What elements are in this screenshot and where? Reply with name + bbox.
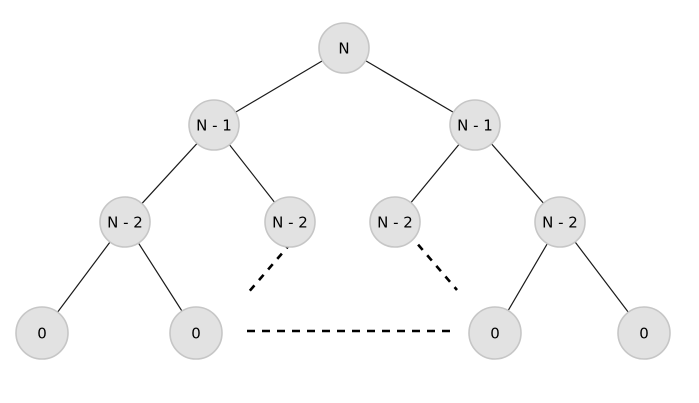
ellipsis-dash-right-diagonal [408,233,458,291]
node-circle [449,99,501,151]
node-label: N - 2 [107,213,143,231]
tree-node-n1-left: N - 1 [188,99,240,151]
node-label: 0 [191,324,201,342]
tree-node-n1-right: N - 1 [449,99,501,151]
node-circle [534,196,586,248]
node-circle [468,306,522,360]
ellipsis-dash-left-diagonal [246,242,292,295]
node-label: 0 [490,324,500,342]
node-circle [169,306,223,360]
tree-node-leaf-4: 0 [617,306,671,360]
node-label: N - 1 [196,116,232,134]
node-label: N - 2 [542,213,578,231]
node-label: 0 [639,324,649,342]
node-label: N - 1 [457,116,493,134]
node-circle [318,22,370,74]
solid-edges [41,47,645,334]
tree-node-n2-3: N - 2 [369,196,421,248]
tree-node-n2-2: N - 2 [264,196,316,248]
node-label: N - 2 [272,213,308,231]
node-circle [15,306,69,360]
node-label: 0 [37,324,47,342]
tree-node-root: N [318,22,370,74]
node-circle [188,99,240,151]
ellipsis-dashed-lines [246,233,458,333]
tree-node-n2-1: N - 2 [99,196,151,248]
node-circle [617,306,671,360]
node-circle [369,196,421,248]
tree-node-leaf-1: 0 [15,306,69,360]
node-circle [264,196,316,248]
node-circle [99,196,151,248]
tree-node-n2-4: N - 2 [534,196,586,248]
node-label: N - 2 [377,213,413,231]
tree-node-leaf-3: 0 [468,306,522,360]
tree-node-leaf-2: 0 [169,306,223,360]
node-label: N [338,39,349,57]
